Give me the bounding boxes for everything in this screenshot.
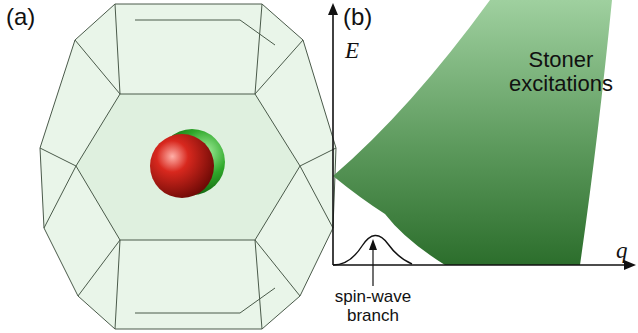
fermi-spheres: [150, 129, 225, 198]
axis-label: E: [345, 38, 359, 63]
brillouin-zone: [40, 4, 336, 329]
stoner-continuum: [333, 0, 612, 265]
pointer-arrow: [369, 239, 377, 286]
region-label: Stoner excitations: [496, 48, 626, 96]
callout-label: spin-wave branch: [323, 288, 423, 325]
axis-label: q: [616, 238, 628, 263]
axes: [328, 3, 636, 270]
panel-label: (b): [343, 4, 372, 30]
panel-label: (a): [6, 4, 35, 30]
